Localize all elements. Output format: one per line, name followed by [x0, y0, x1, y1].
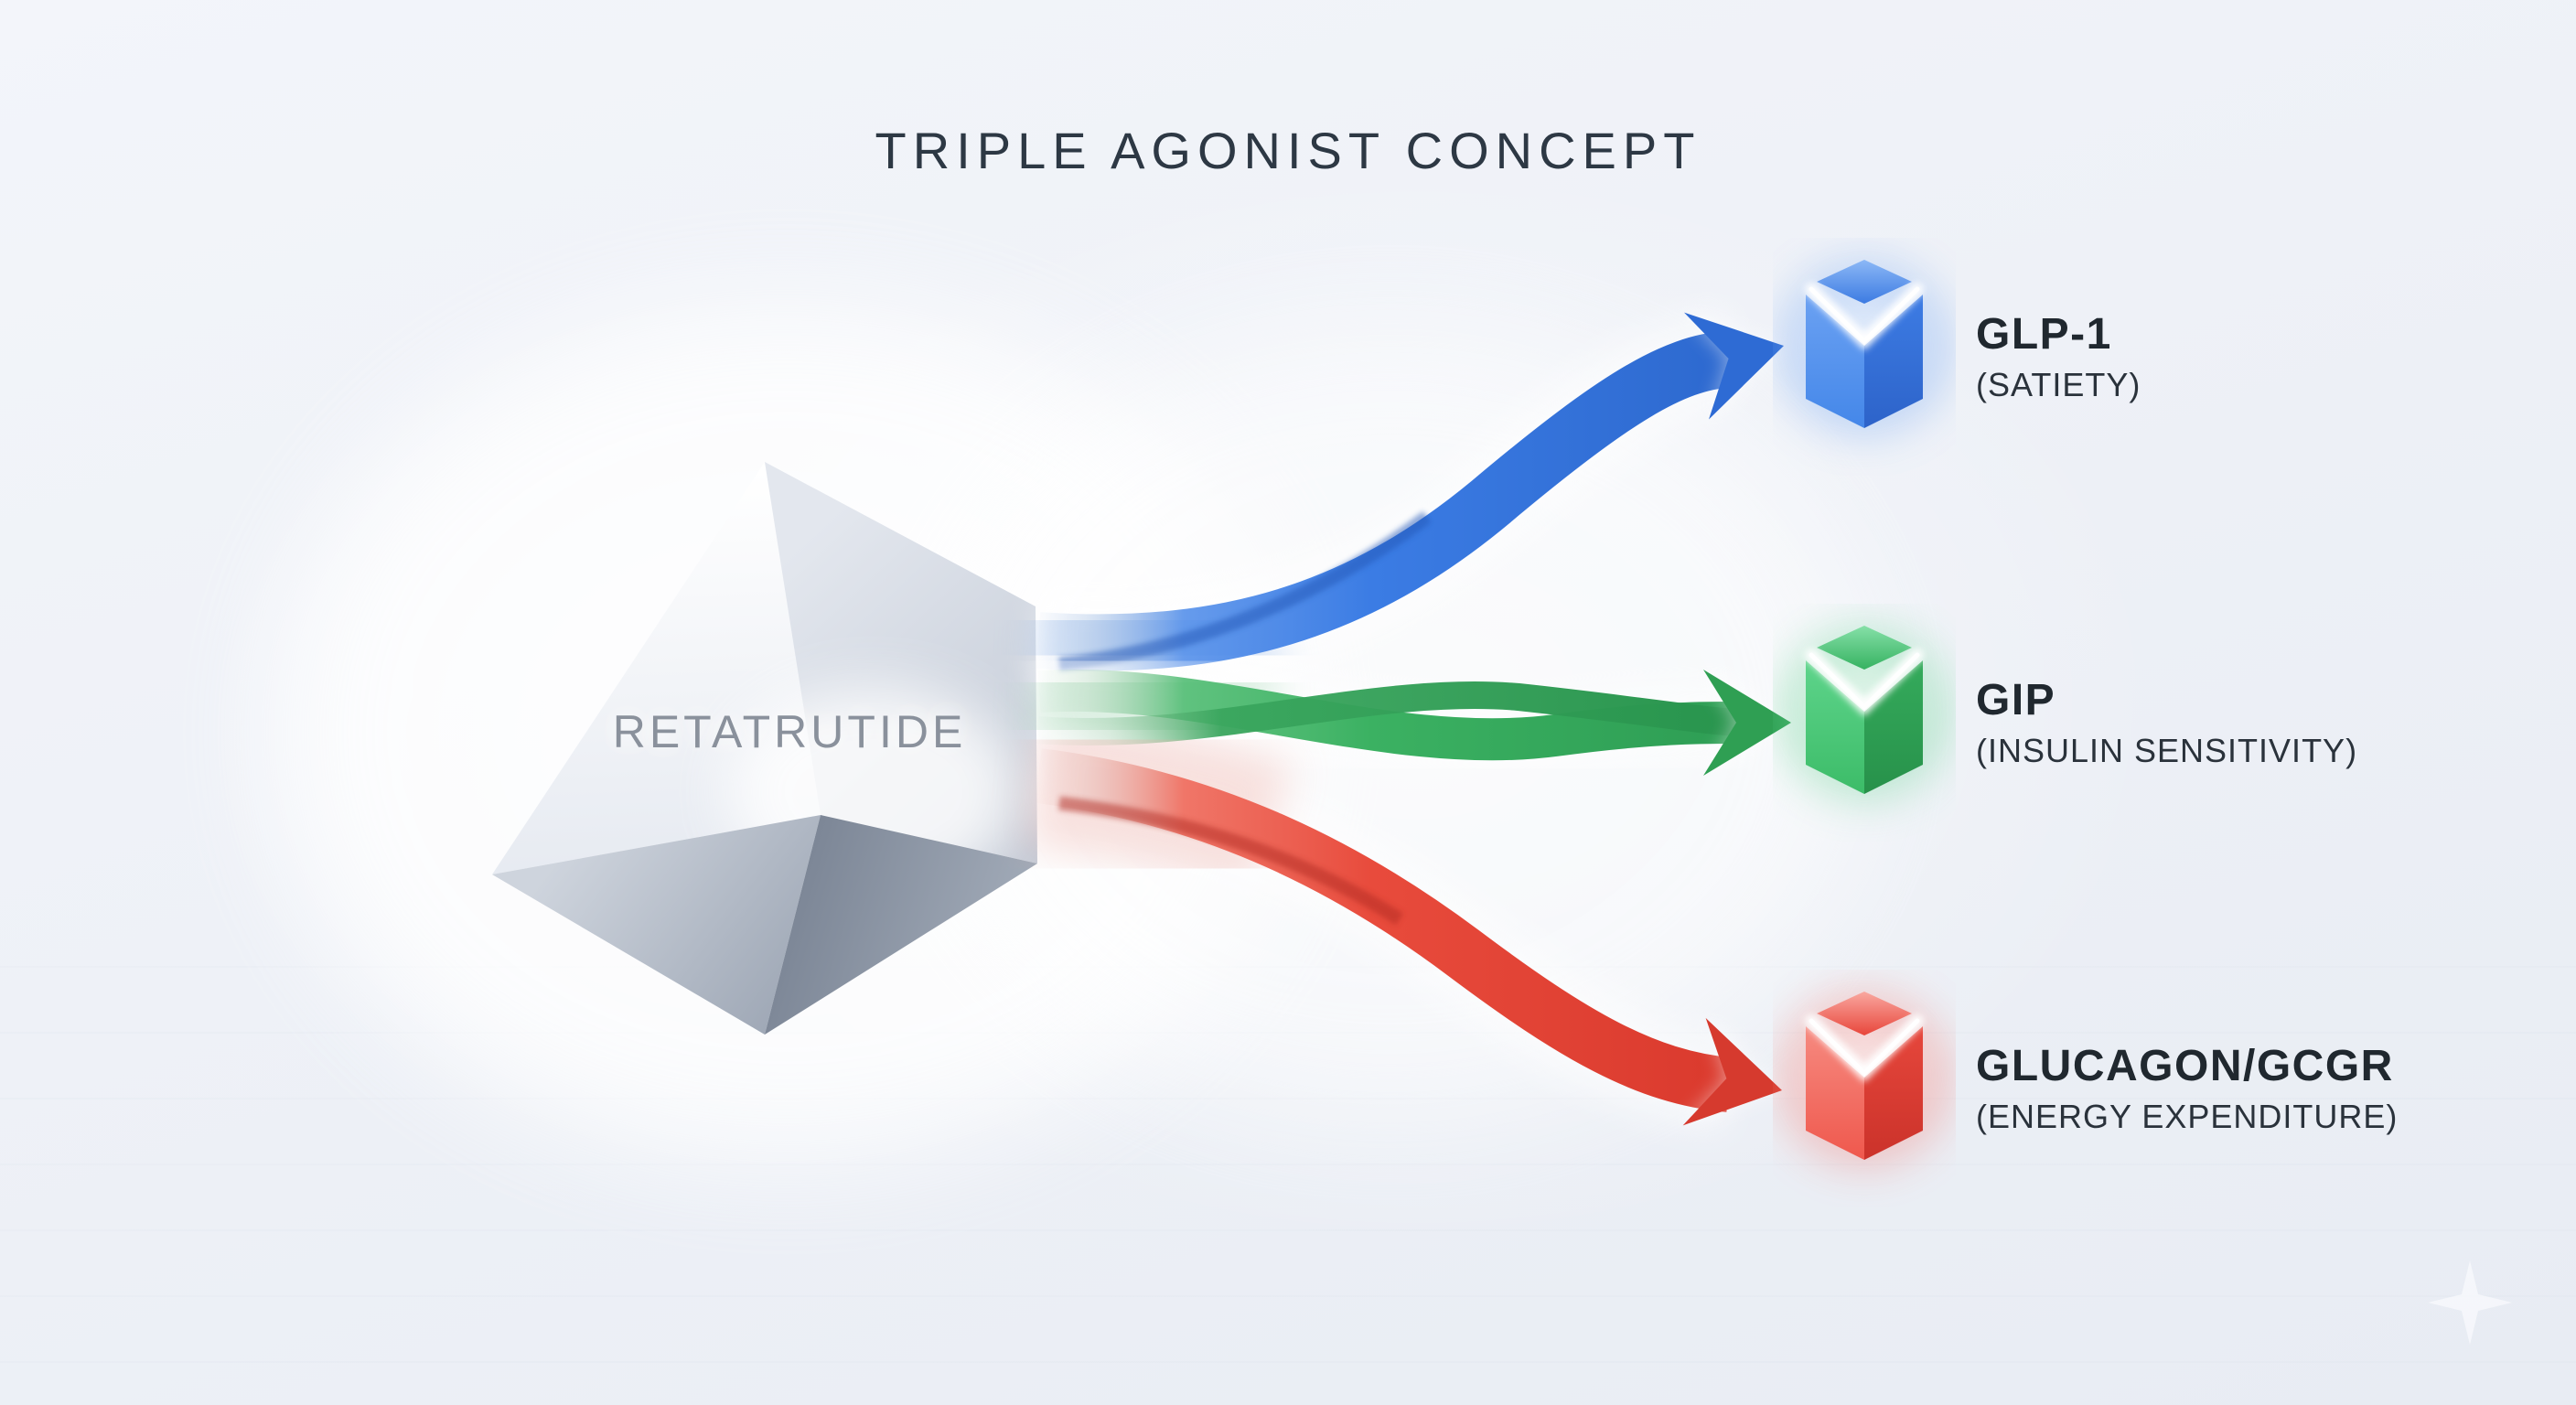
retatrutide-gem: [492, 462, 1037, 1035]
flow-arrow-glucagon: [1028, 711, 1782, 1132]
gem-facet-bottom-right: [765, 815, 1037, 1035]
glp1-receptor-cube-icon: [1780, 260, 1948, 432]
red-arrowhead: [1682, 1017, 1782, 1126]
receptor-name: GLUCAGON/GCGR: [1976, 1041, 2394, 1090]
gem-label: RETATRUTIDE: [612, 706, 967, 757]
sparkle-icon: [2428, 1260, 2512, 1345]
receptor-function: (ENERGY EXPENDITURE): [1976, 1097, 2399, 1135]
receptor-name: GIP: [1976, 675, 2056, 724]
flow-arrow-gip: [1032, 638, 1791, 779]
receptor-function: (SATIETY): [1976, 365, 2141, 403]
receptor-row-glucagon: GLUCAGON/GCGR (ENERGY EXPENDITURE): [1773, 970, 2468, 1207]
glucagon-label-block: GLUCAGON/GCGR (ENERGY EXPENDITURE): [1976, 1041, 2399, 1135]
gem-facet-bottom-left: [492, 815, 821, 1035]
glp1-label-block: GLP-1 (SATIETY): [1976, 309, 2141, 403]
green-arrowhead: [1703, 670, 1791, 776]
receptor-row-glp1: GLP-1 (SATIETY): [1773, 238, 2468, 476]
page-title: TRIPLE AGONIST CONCEPT: [875, 122, 1701, 179]
receptor-name: GLP-1: [1976, 309, 2112, 359]
receptor-function: (INSULIN SENSITIVITY): [1976, 731, 2358, 769]
gip-receptor-cube-icon: [1780, 626, 1948, 798]
glucagon-receptor-cube-icon: [1780, 992, 1948, 1164]
receptor-row-gip: GIP (INSULIN SENSITIVITY): [1773, 604, 2468, 842]
gip-label-block: GIP (INSULIN SENSITIVITY): [1976, 675, 2358, 769]
blue-arrowhead: [1684, 312, 1784, 420]
